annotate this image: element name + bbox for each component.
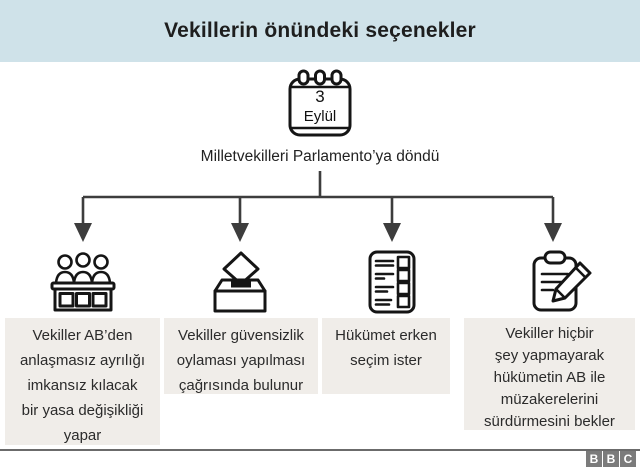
bbc-logo-letter: C bbox=[620, 451, 636, 467]
page-title: Vekillerin önündeki seçenekler bbox=[164, 19, 476, 42]
bbc-logo-letter: B bbox=[603, 451, 619, 467]
parliament-bench-icon bbox=[48, 250, 118, 314]
footer-divider bbox=[0, 449, 640, 451]
calendar-outline-icon bbox=[288, 69, 352, 137]
ballot-box-icon bbox=[205, 250, 275, 314]
header-banner: Vekillerin önündeki seçenekler bbox=[0, 0, 640, 62]
ballot-paper-icon bbox=[367, 250, 417, 314]
clipboard-pencil-icon bbox=[523, 250, 593, 314]
calendar-month: Eylül bbox=[303, 108, 337, 125]
calendar-icon: 3 Eylül bbox=[287, 69, 353, 141]
option-text-no-confidence-vote: Vekiller güvensizlik oylaması yapılması … bbox=[164, 318, 318, 394]
bbc-logo: B B C bbox=[586, 451, 636, 467]
intro-text: Milletvekilleri Parlamento’ya döndü bbox=[200, 148, 440, 165]
option-text-law-change: Vekiller AB’den anlaşmasız ayrılığı imka… bbox=[5, 318, 160, 445]
option-text-early-election: Hükümet erken seçim ister bbox=[322, 318, 450, 394]
option-text-do-nothing: Vekiller hiçbir şey yapmayarak hükümetin… bbox=[464, 318, 635, 430]
bbc-logo-letter: B bbox=[586, 451, 602, 467]
flow-connector-arrows bbox=[74, 171, 562, 242]
calendar-day: 3 bbox=[315, 87, 325, 106]
